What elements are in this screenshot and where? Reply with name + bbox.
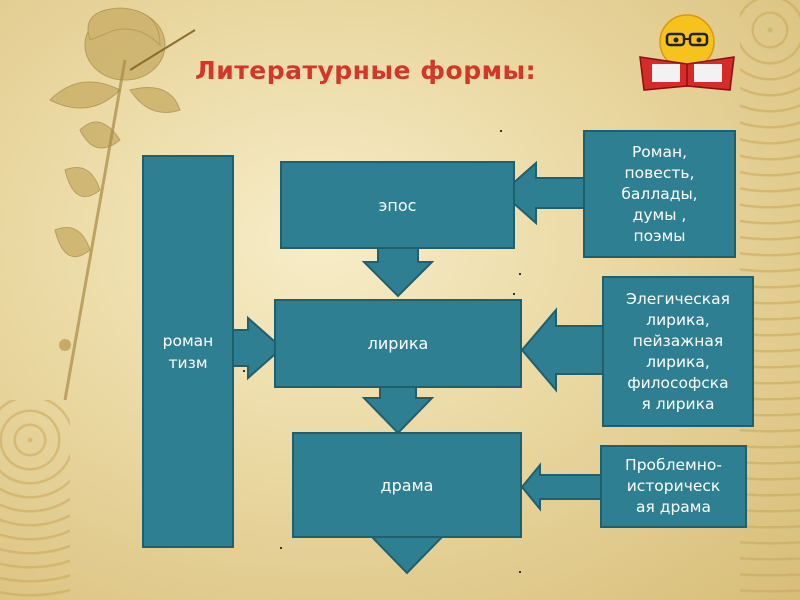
arrow-drama-down	[369, 536, 445, 575]
drama-box: драма	[292, 432, 522, 538]
lyrics-note: Элегическая лирика, пейзажная лирика, фи…	[602, 276, 754, 427]
drama-label: драма	[380, 475, 434, 495]
stray-dot	[513, 293, 515, 295]
left-ornament	[0, 400, 70, 600]
lyrics-note-line: лирика,	[646, 352, 710, 371]
epos-label: эпос	[378, 195, 417, 215]
drama-note-line: ая драма	[636, 498, 711, 516]
epos-note-line: повесть,	[624, 163, 695, 182]
drama-note-line: Проблемно-	[625, 456, 722, 474]
stray-dot	[500, 130, 502, 132]
arrow-lyrics-to-drama	[361, 386, 435, 435]
drama-note-line: историческ	[626, 477, 721, 495]
romanticism-box: роман тизм	[142, 155, 234, 548]
drama-note: Проблемно- историческ ая драма	[600, 445, 747, 528]
epos-note-line: Роман,	[631, 142, 688, 161]
stray-dot	[243, 370, 245, 372]
lyrics-note-line: пейзажная	[632, 331, 724, 350]
arrow-epos-to-lyrics	[361, 247, 435, 298]
lyrics-note-line: Элегическая	[626, 289, 730, 308]
arrow-romanticism-to-lyrics	[232, 315, 284, 381]
lyrics-note-line: философска	[627, 373, 729, 392]
romanticism-label-line2: тизм	[168, 353, 208, 372]
lyrics-label: лирика	[367, 334, 429, 353]
epos-note-line: баллады,	[621, 184, 698, 203]
stray-dot	[519, 273, 521, 275]
epos-note-line: думы ,	[632, 205, 687, 224]
arrow-epos-note	[500, 160, 585, 226]
epos-note: Роман, повесть, баллады, думы , поэмы	[583, 130, 736, 258]
romanticism-label-line1: роман	[162, 331, 214, 350]
stray-dot	[519, 571, 521, 573]
rose-decoration	[49, 7, 196, 401]
page-title: Литературные формы:	[195, 56, 537, 85]
reading-smiley-icon	[639, 14, 735, 91]
stray-dot	[280, 547, 282, 549]
lyrics-box: лирика	[274, 299, 522, 388]
arrow-drama-note	[520, 462, 602, 512]
epos-box: эпос	[280, 161, 515, 249]
arrow-lyrics-note	[520, 307, 604, 393]
lyrics-note-line: я лирика	[641, 394, 715, 413]
lyrics-note-line: лирика,	[646, 310, 710, 329]
epos-note-line: поэмы	[633, 226, 686, 245]
